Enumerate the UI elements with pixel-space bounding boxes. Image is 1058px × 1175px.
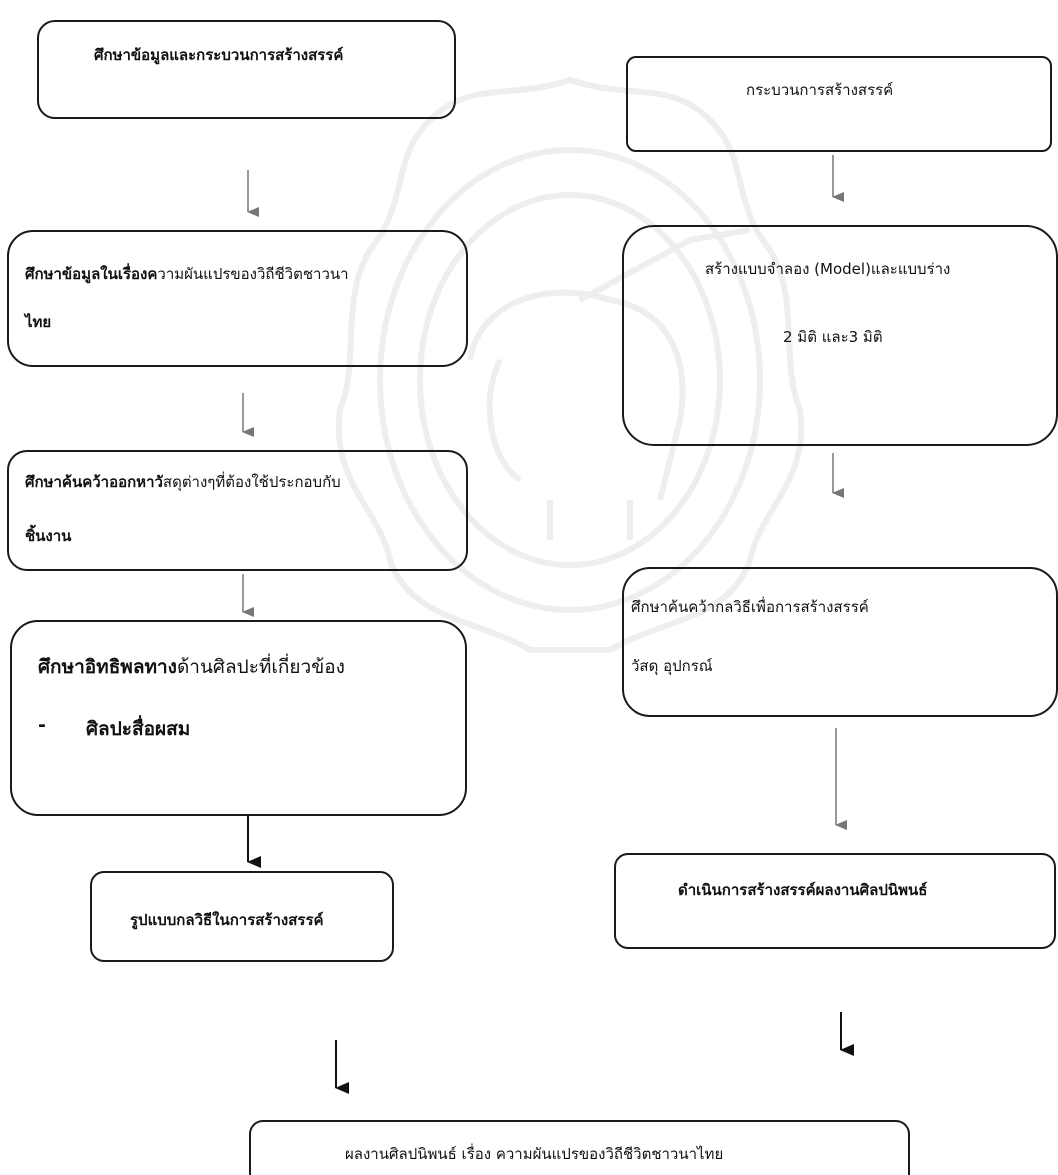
process-text: กระบวนการสร้างสรรค์ [746,81,894,99]
materials-study-line2: ชิ้นงาน [25,527,72,545]
change-study-rest: วามผันแปรของวิถีชีวิตชาวนา [157,265,349,283]
art-influence-bold: ศึกษาอิทธิพลทาง [38,656,177,678]
change-study-line1: ศึกษาข้อมูลในเรื่องความผันแปรของวิถีชีวิ… [25,262,349,286]
study-info-text: ศึกษาข้อมูลและกระบวนการสร้างสรรค์ [94,46,344,64]
change-study-box: ศึกษาข้อมูลในเรื่องความผันแปรของวิถีชีวิ… [7,230,468,367]
art-influence-item: ศิลปะสื่อผสม [86,718,191,740]
materials-study-line1: ศึกษาค้นคว้าออกหาวัสดุต่างๆที่ต้องใช้ประ… [25,470,341,494]
materials-study-box: ศึกษาค้นคว้าออกหาวัสดุต่างๆที่ต้องใช้ประ… [7,450,468,571]
study-info-box: ศึกษาข้อมูลและกระบวนการสร้างสรรค์ [37,20,456,119]
technique-study-box: ศึกษาค้นคว้ากลวิธีเพื่อการสร้างสรรค์ วัส… [622,567,1058,717]
art-influence-box: ศึกษาอิทธิพลทางด้านศิลปะที่เกี่ยวข้อง - … [10,620,467,816]
university-seal-watermark [335,76,805,653]
technique-study-line1: ศึกษาค้นคว้ากลวิธีเพื่อการสร้างสรรค์ [631,598,869,616]
technique-text: รูปแบบกลวิธีในการสร้างสรรค์ [130,911,324,929]
final-result-box: ผลงานศิลปนิพนธ์ เรื่อง ความผันแปรของวิถี… [249,1120,910,1175]
process-box: กระบวนการสร้างสรรค์ [626,56,1052,152]
art-influence-line1: ศึกษาอิทธิพลทางด้านศิลปะที่เกี่ยวข้อง [38,652,345,682]
model-box: สร้างแบบจำลอง (Model)และแบบร่าง 2 มิติ แ… [622,225,1058,446]
operation-box: ดำเนินการสร้างสรรค์ผลงานศิลปนิพนธ์ [614,853,1056,949]
materials-study-bold: ศึกษาค้นคว้าออกหาวั [25,473,163,491]
operation-text: ดำเนินการสร้างสรรค์ผลงานศิลปนิพนธ์ [678,881,928,899]
technique-box: รูปแบบกลวิธีในการสร้างสรรค์ [90,871,394,962]
art-influence-rest: ด้านศิลปะที่เกี่ยวข้อง [176,656,345,678]
model-line1: สร้างแบบจำลอง (Model)และแบบร่าง [705,260,951,278]
technique-study-line2: วัสดุ อุปกรณ์ [631,657,713,675]
change-study-line2: ไทย [25,313,52,331]
change-study-bold: ศึกษาข้อมูลในเรื่องค [25,265,158,283]
model-line2: 2 มิติ และ3 มิติ [783,328,883,346]
art-influence-dash: - [38,714,46,736]
materials-study-rest: สดุต่างๆที่ต้องใช้ประกอบกับ [162,473,341,491]
final-result-text: ผลงานศิลปนิพนธ์ เรื่อง ความผันแปรของวิถี… [345,1145,724,1163]
